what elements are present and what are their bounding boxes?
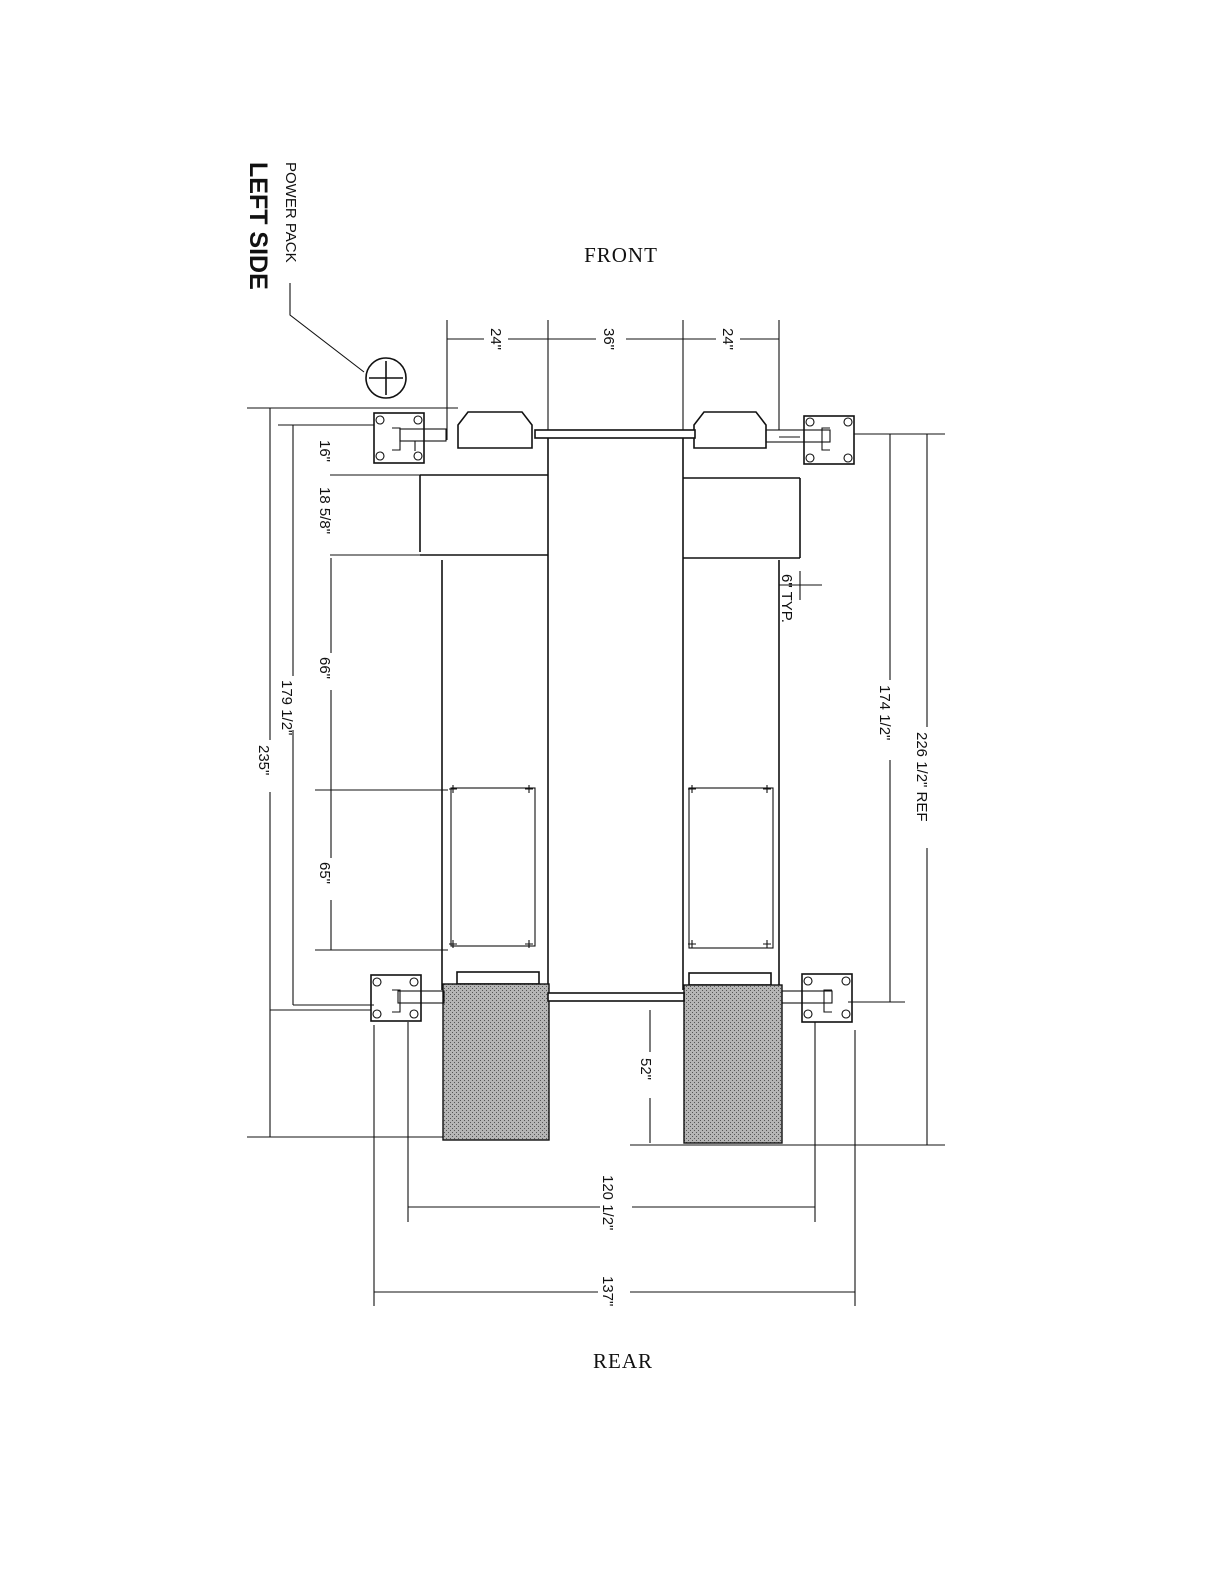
dim-top-gap-36: 36" <box>600 328 617 350</box>
right-dimension-lines <box>630 434 945 1145</box>
power-pack-label: POWER PACK <box>282 162 299 263</box>
dim-18-5-8: 18 5/8" <box>316 487 333 534</box>
right-rear-stop <box>689 973 771 985</box>
front-crossbeam <box>535 430 695 438</box>
post-rear-right <box>782 974 852 1022</box>
power-pack-symbol <box>366 358 406 398</box>
dim-179-1-2: 179 1/2" <box>278 680 295 735</box>
post-front-left <box>374 413 446 463</box>
rear-crossbeam <box>548 993 684 1001</box>
right-runway <box>683 412 800 1143</box>
power-pack-callout: POWER PACK <box>282 162 299 263</box>
dim-16: 16" <box>316 440 333 462</box>
post-rear-left <box>371 975 444 1021</box>
left-rear-pad <box>443 984 549 1140</box>
dim-66: 66" <box>316 657 333 679</box>
right-rear-pad <box>684 985 782 1143</box>
dim-226-1-2-ref: 226 1/2" REF <box>913 732 930 822</box>
left-side-label: LEFT SIDE <box>244 162 272 290</box>
left-front-ramp <box>458 412 532 448</box>
left-dimension-lines <box>247 408 458 1137</box>
rear-label: REAR <box>593 1349 653 1373</box>
front-label: FRONT <box>584 243 658 267</box>
left-side-title: LEFT SIDE <box>244 162 272 290</box>
right-front-ramp <box>694 412 766 448</box>
right-turnplate <box>689 788 773 948</box>
dim-137: 137" <box>599 1276 616 1306</box>
left-runway <box>420 412 549 1140</box>
dim-235: 235" <box>255 745 272 775</box>
dim-top-right-24: 24" <box>719 328 736 350</box>
dim-top-left-24: 24" <box>487 328 504 350</box>
dim-52: 52" <box>637 1058 654 1080</box>
dim-6-typ: 6" TYP. <box>778 574 795 623</box>
left-rear-stop <box>457 972 539 984</box>
left-turnplate <box>451 788 535 946</box>
dim-120-1-2: 120 1/2" <box>599 1175 616 1230</box>
dim-174-1-2: 174 1/2" <box>876 685 893 740</box>
dim-65: 65" <box>316 862 333 884</box>
power-pack-leader <box>290 283 364 372</box>
